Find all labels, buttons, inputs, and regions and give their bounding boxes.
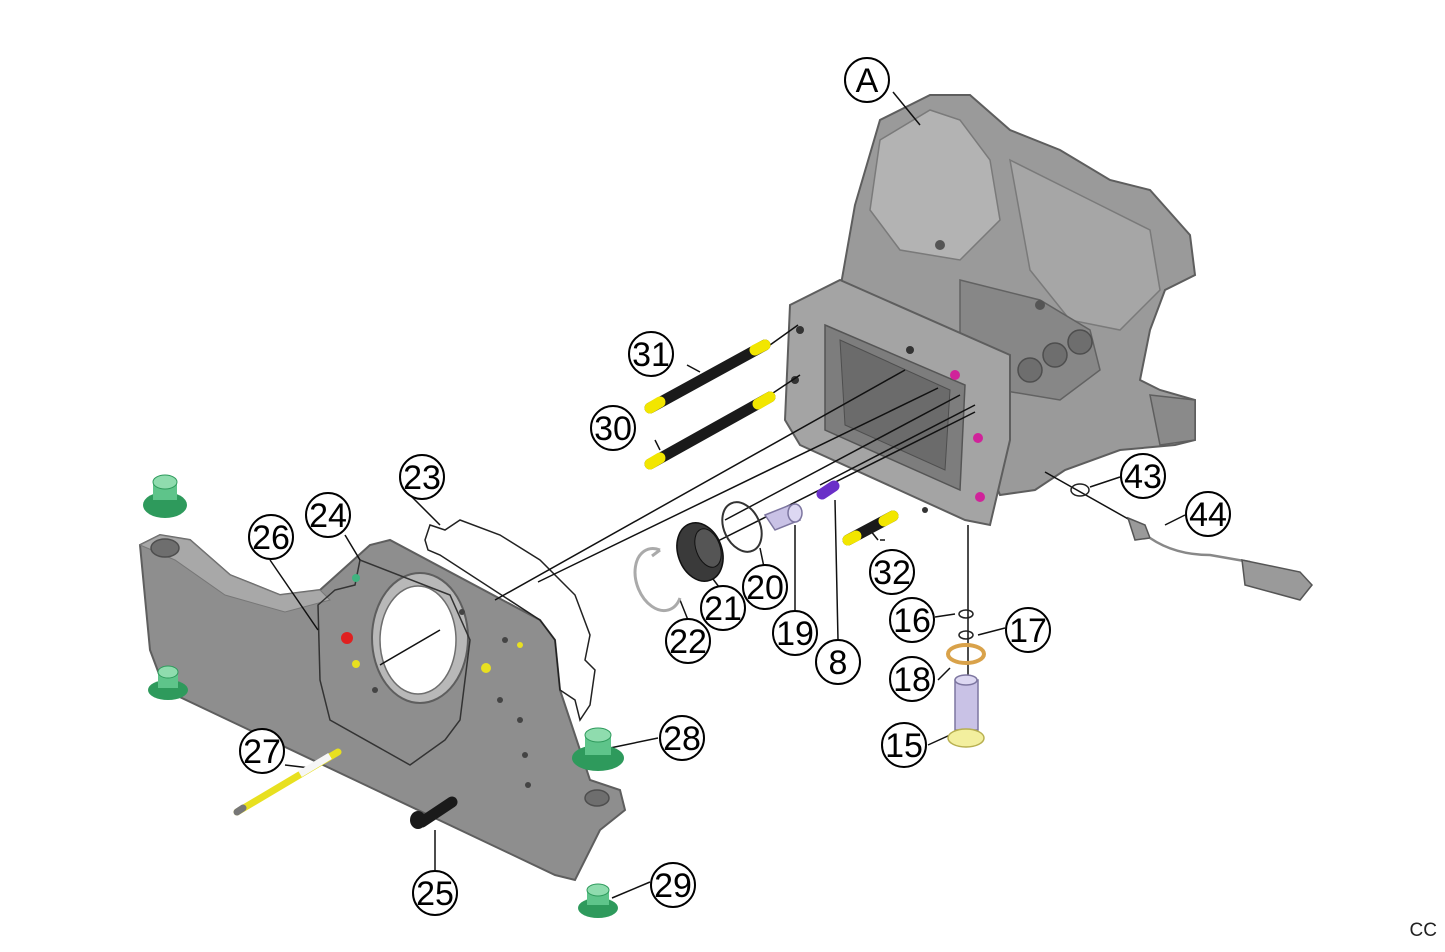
- callout-24: 24: [305, 492, 351, 538]
- main-housing-a: [783, 94, 1197, 527]
- bolt-31: [644, 339, 771, 414]
- svg-text:15: 15: [885, 727, 923, 765]
- sensor-44: [1126, 516, 1313, 601]
- oring-17: [958, 630, 974, 640]
- callout-15: 15: [881, 722, 927, 768]
- svg-text:27: 27: [243, 733, 281, 771]
- svg-text:43: 43: [1124, 458, 1162, 496]
- callout-26: 26: [248, 514, 294, 560]
- bushing-28: [572, 727, 624, 771]
- leader-lines: [269, 91, 1186, 899]
- callout-32: 32: [869, 549, 915, 595]
- svg-text:31: 31: [632, 336, 670, 374]
- svg-text:17: 17: [1009, 612, 1047, 650]
- bushing-29: [578, 883, 618, 918]
- svg-text:A: A: [856, 62, 879, 100]
- corner-label: CC: [1409, 920, 1437, 941]
- callout-18: 18: [889, 656, 935, 702]
- callout-23: 23: [399, 454, 445, 500]
- valve-15: [947, 674, 985, 748]
- svg-text:26: 26: [252, 519, 290, 557]
- side-plate: [138, 533, 627, 882]
- svg-text:30: 30: [594, 410, 632, 448]
- callout-22: 22: [665, 618, 711, 664]
- callout-19: 19: [772, 610, 818, 656]
- callout-28: 28: [659, 715, 705, 761]
- dowel-8: [816, 480, 840, 500]
- svg-text:25: 25: [416, 875, 454, 913]
- svg-text:24: 24: [309, 497, 347, 535]
- callout-20: 20: [742, 564, 788, 610]
- svg-text:23: 23: [403, 459, 441, 497]
- svg-text:18: 18: [893, 661, 931, 699]
- oring-43: [1070, 483, 1090, 497]
- callout-17: 17: [1005, 607, 1051, 653]
- bushing-mid-left: [148, 665, 188, 700]
- svg-text:44: 44: [1189, 496, 1227, 534]
- callout-44: 44: [1185, 491, 1231, 537]
- bolt-25: [410, 796, 458, 829]
- callout-29: 29: [650, 862, 696, 908]
- gasket: [424, 519, 596, 722]
- bushing-top-left: [143, 474, 187, 518]
- svg-text:21: 21: [704, 590, 742, 628]
- bolt-30: [644, 391, 776, 470]
- pin-27: [233, 748, 342, 816]
- callout-a: A: [844, 57, 890, 103]
- svg-text:20: 20: [746, 569, 784, 607]
- callout-8: 8: [815, 639, 861, 685]
- callout-16: 16: [889, 597, 935, 643]
- svg-text:16: 16: [893, 602, 931, 640]
- svg-text:28: 28: [663, 720, 701, 758]
- svg-text:32: 32: [873, 554, 911, 592]
- oring-20: [721, 501, 763, 553]
- svg-text:8: 8: [829, 644, 848, 682]
- callout-43: 43: [1120, 453, 1166, 499]
- snap-ring-22: [633, 547, 682, 612]
- callout-21: 21: [700, 585, 746, 631]
- pin-32: [842, 510, 899, 546]
- oring-18: [946, 643, 986, 665]
- svg-text:22: 22: [669, 623, 707, 661]
- callout-30: 30: [590, 405, 636, 451]
- callout-27: 27: [239, 728, 285, 774]
- piston-21: [676, 522, 724, 582]
- callout-25: 25: [412, 870, 458, 916]
- svg-text:19: 19: [776, 615, 814, 653]
- svg-text:29: 29: [654, 867, 692, 905]
- oring-16: [958, 609, 974, 619]
- plug-19: [763, 503, 803, 531]
- callout-31: 31: [628, 331, 674, 377]
